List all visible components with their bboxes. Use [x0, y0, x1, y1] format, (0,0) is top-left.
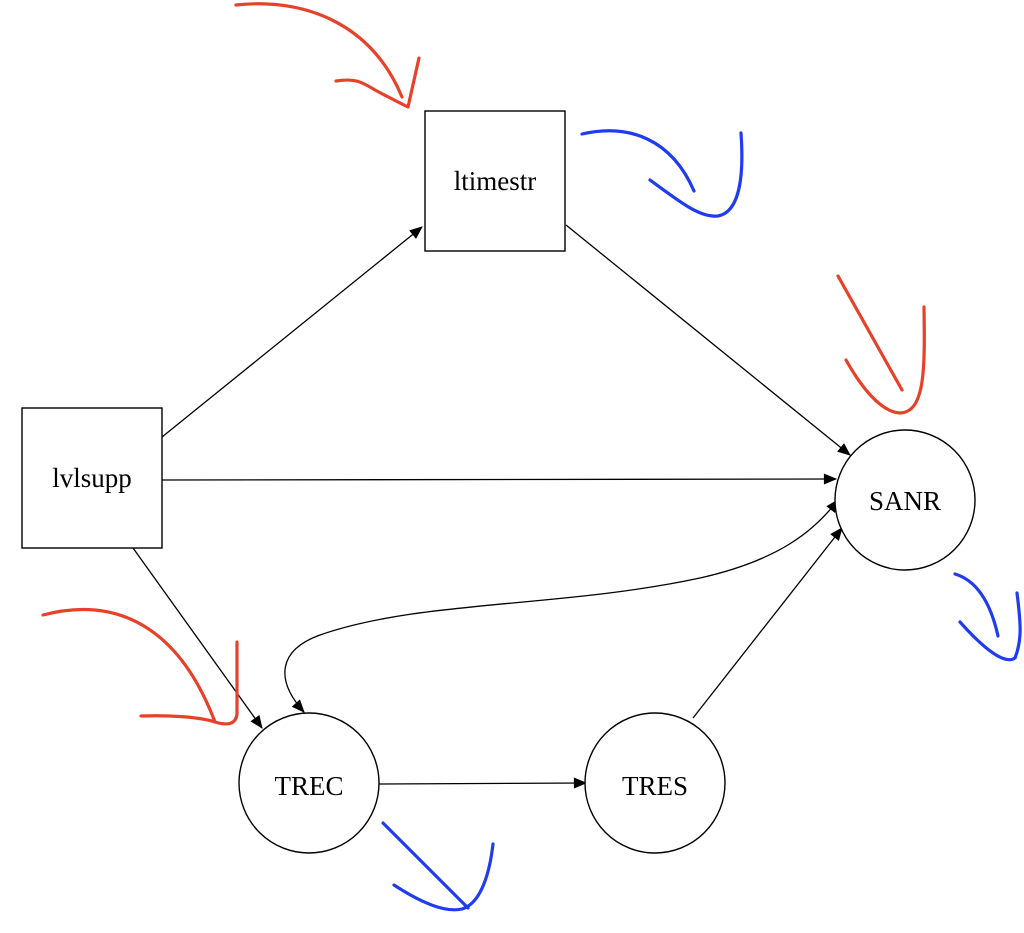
red-arrow-ltimestr	[234, 2, 421, 109]
node-lvlsupp-label: lvlsupp	[52, 463, 132, 493]
node-ltimestr: ltimestr	[424, 110, 566, 252]
edge-ltimestr-sanr	[565, 224, 851, 456]
edge-lvlsupp-sanr	[161, 473, 838, 485]
edge-tres-sanr	[692, 527, 843, 719]
edge-trec-sanr-bidirected	[284, 499, 839, 713]
edge-lvlsupp-trec	[132, 547, 263, 729]
node-trec-circle	[238, 712, 380, 854]
blue-arrow-sanr	[953, 572, 1022, 662]
node-sanr: SANR	[834, 429, 976, 571]
blue-arrow-ltimestr	[580, 129, 744, 218]
edge-lvlsupp-ltimestr	[161, 226, 423, 438]
edge-trec-tres	[378, 777, 588, 789]
node-tres-circle	[584, 712, 726, 854]
annotations	[41, 2, 1022, 912]
node-ltimestr-box	[424, 110, 566, 252]
node-lvlsupp-box	[21, 407, 163, 549]
node-lvlsupp: lvlsupp	[21, 407, 163, 549]
red-arrow-trec	[41, 607, 239, 726]
node-tres: TRES	[584, 712, 726, 854]
node-sanr-label: SANR	[869, 486, 941, 516]
red-arrow-sanr	[836, 274, 926, 415]
node-ltimestr-label: ltimestr	[454, 166, 537, 196]
node-sanr-circle	[834, 429, 976, 571]
node-trec-label: TREC	[274, 771, 343, 801]
node-tres-label: TRES	[622, 771, 688, 801]
node-trec: TREC	[238, 712, 380, 854]
blue-arrow-trec	[381, 821, 495, 912]
edges	[132, 224, 851, 789]
